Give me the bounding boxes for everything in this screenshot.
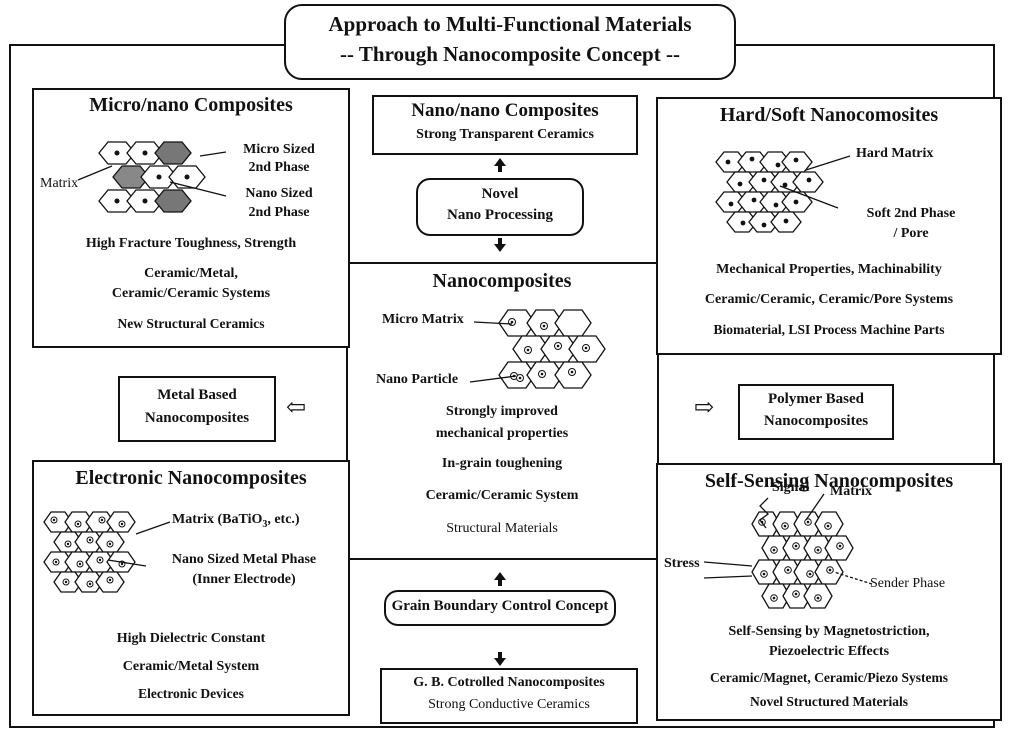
self-sensing-label-sender: Sender Phase [870, 576, 946, 591]
gb-controlled-line2: Strong Conductive Ceramics [428, 697, 590, 712]
electronic-prop2: Ceramic/Metal System [122, 659, 260, 674]
electronic-label-metal-1: Nano Sized Metal Phase [171, 552, 317, 567]
nano-nano-subtitle: Strong Transparent Ceramics [416, 127, 594, 142]
micro-nano-prop3: New Structural Ceramics [117, 316, 265, 331]
connector-mid-top [346, 262, 658, 264]
nanocomposites-prop1-2: mechanical properties [435, 426, 569, 441]
self-sensing-prop3: Novel Structured Materials [750, 694, 908, 709]
arrow-left-icon: ⇦ [286, 395, 307, 421]
hard-soft-title: Hard/Soft Nanocomosites [719, 104, 939, 126]
hard-soft-prop2: Ceramic/Ceramic, Ceramic/Pore Systems [704, 292, 954, 307]
hard-soft-label-soft-2: / Pore [893, 226, 929, 241]
metal-based-line2: Nanocomposites [144, 410, 250, 426]
micro-nano-label-nano-2: 2nd Phase [248, 205, 310, 220]
novel-processing-line1: Novel [481, 186, 519, 202]
metal-based-line1: Metal Based [157, 387, 237, 403]
nano-nano-title: Nano/nano Composites [411, 100, 599, 121]
nanocomposites-prop4: Structural Materials [446, 521, 558, 536]
electronic-label-matrix: Matrix (BaTiO3, etc.) [172, 512, 300, 530]
gb-controlled-box [380, 668, 638, 724]
nanocomposites-prop3: Ceramic/Ceramic System [425, 488, 579, 503]
micro-nano-prop2-2: Ceramic/Ceramic Systems [111, 286, 271, 301]
electronic-prop1: High Dielectric Constant [116, 631, 266, 646]
self-sensing-prop2: Ceramic/Magnet, Ceramic/Piezo Systems [709, 670, 949, 685]
grain-boundary-label: Grain Boundary Control Concept [391, 598, 609, 614]
nanocomposites-prop2: In-grain toughening [441, 456, 563, 471]
micro-nano-prop1: High Fracture Toughness, Strength [85, 236, 297, 251]
electronic-prop3: Electronic Devices [138, 686, 244, 701]
nanocomposites-prop1-1: Strongly improved [446, 404, 558, 419]
self-sensing-prop1-1: Self-Sensing by Magnetostriction, [728, 624, 930, 639]
gb-controlled-line1: G. B. Cotrolled Nanocomposites [413, 675, 605, 690]
electronic-grain-diagram [43, 511, 136, 593]
micro-nano-label-nano-1: Nano Sized [245, 186, 313, 201]
hard-soft-grain-diagram [715, 151, 824, 233]
self-sensing-label-matrix: Matrix [830, 484, 872, 499]
grain-boundary-box [384, 590, 616, 626]
micro-nano-label-matrix: Matrix [40, 176, 79, 191]
electronic-label-matrix-pre: Matrix (BaTiO [172, 512, 263, 527]
hard-soft-label-soft-1: Soft 2nd Phase [866, 206, 956, 221]
nanocomposites-label-nano-particle: Nano Particle [376, 372, 459, 387]
connector-top-left [346, 262, 348, 562]
micro-nano-grain-diagram [98, 141, 206, 213]
novel-processing-line2: Nano Processing [447, 207, 553, 223]
title-line1: Approach to Multi-Functional Materials [328, 12, 692, 36]
electronic-title: Electronic Nanocomposites [75, 467, 307, 489]
metal-based-box [118, 376, 276, 442]
self-sensing-prop1-2: Piezoelectric Effects [768, 644, 890, 659]
micro-nano-box [32, 88, 350, 348]
nanocomposites-label-micro-matrix: Micro Matrix [382, 312, 464, 327]
arrow-right-icon: ⇨ [694, 395, 715, 421]
nanocomposites-title: Nanocomposites [432, 270, 572, 292]
hard-soft-label-hard: Hard Matrix [856, 146, 934, 161]
hard-soft-box [656, 97, 1002, 355]
title-box [284, 4, 736, 80]
connector-right [657, 262, 659, 560]
self-sensing-label-stress: Stress [664, 556, 700, 571]
micro-nano-prop2-1: Ceramic/Metal, [144, 266, 238, 281]
micro-nano-title: Micro/nano Composites [89, 94, 293, 116]
self-sensing-title: Self-Sensing Nanocomposites [704, 470, 954, 492]
title-line2: -- Through Nanocomposite Concept -- [340, 42, 680, 66]
connector-mid-bottom [346, 558, 658, 560]
micro-nano-label-micro-1: Micro Sized [243, 142, 315, 157]
self-sensing-label-signal: Signal [772, 480, 810, 495]
hard-soft-prop3: Biomaterial, LSI Process Machine Parts [713, 322, 945, 337]
nano-nano-box [372, 95, 638, 155]
electronic-label-metal-2: (Inner Electrode) [192, 572, 296, 587]
hard-soft-prop1: Mechanical Properties, Machinability [716, 262, 942, 277]
electronic-label-matrix-sub: 3 [262, 518, 268, 530]
micro-nano-label-micro-2: 2nd Phase [248, 160, 310, 175]
novel-processing-box [416, 178, 584, 236]
polymer-based-box [738, 384, 894, 440]
polymer-based-line2: Nanocomposites [763, 413, 869, 429]
electronic-label-matrix-post: , etc.) [267, 512, 300, 527]
polymer-based-line1: Polymer Based [768, 391, 864, 407]
